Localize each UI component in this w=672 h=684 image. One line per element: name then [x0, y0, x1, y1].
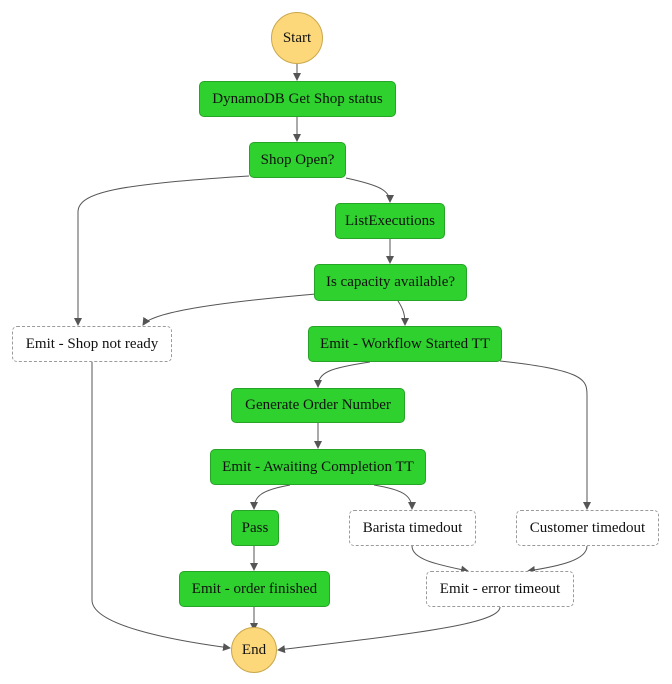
edge-barista-to-error-timeout — [411, 545, 469, 574]
pass-node: Pass — [231, 510, 279, 546]
edge-workflow-started-to-customer-timeout — [499, 360, 591, 510]
edge-awaiting-to-pass — [250, 484, 291, 510]
edge-customer-to-error-timeout — [527, 545, 588, 574]
edge-capacity-to-workflow-started — [397, 300, 409, 326]
dynamodb-get-shop-status-node: DynamoDB Get Shop status — [199, 81, 396, 117]
edge-workflow-started-to-generate-order — [314, 361, 371, 388]
list-executions-node: ListExecutions — [335, 203, 445, 239]
edge-shop-open-to-list-executions — [345, 177, 394, 203]
emit-shop-not-ready-node: Emit - Shop not ready — [12, 326, 172, 362]
capacity-available-choice-node: Is capacity available? — [314, 264, 467, 301]
edge-shop-not-ready-to-end — [91, 362, 231, 652]
emit-workflow-started-node: Emit - Workflow Started TT — [308, 326, 502, 362]
emit-awaiting-completion-node: Emit - Awaiting Completion TT — [210, 449, 426, 485]
edge-shop-open-to-shop-not-ready — [74, 175, 250, 326]
emit-order-finished-node: Emit - order finished — [179, 571, 330, 607]
barista-timedout-node: Barista timedout — [349, 510, 476, 546]
edge-error-timeout-to-end — [277, 606, 501, 654]
shop-open-choice-node: Shop Open? — [249, 142, 346, 178]
end-node: End — [231, 627, 277, 673]
start-node: Start — [271, 12, 323, 64]
generate-order-number-node: Generate Order Number — [231, 388, 405, 423]
edge-capacity-to-shop-not-ready — [142, 293, 317, 326]
customer-timedout-node: Customer timedout — [516, 510, 659, 546]
emit-error-timeout-node: Emit - error timeout — [426, 571, 574, 607]
edge-awaiting-to-barista — [373, 484, 416, 510]
